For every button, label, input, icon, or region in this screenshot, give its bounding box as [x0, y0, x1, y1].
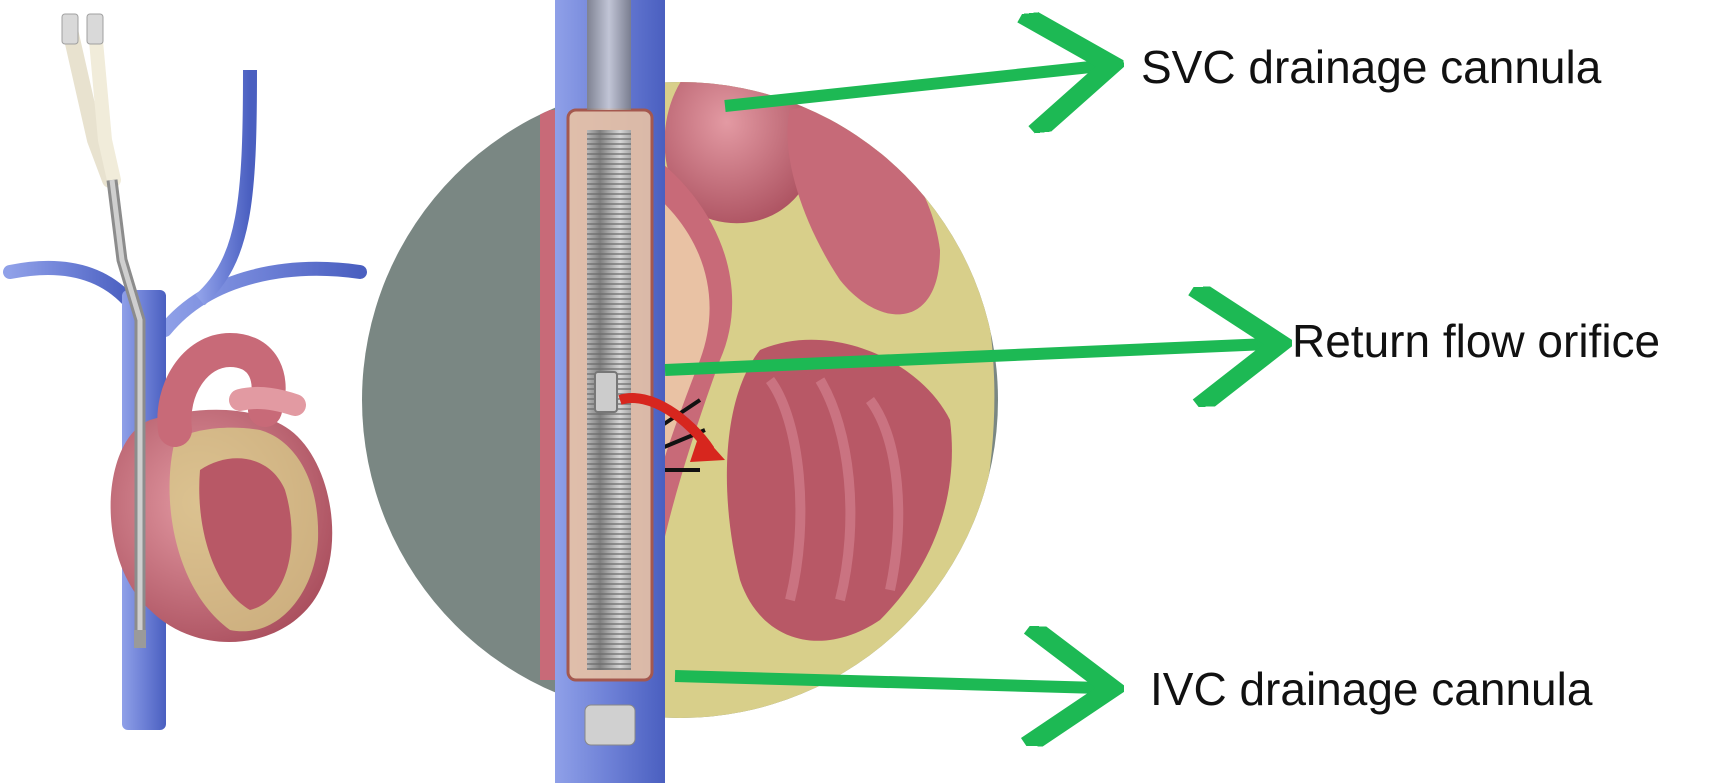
magnified-atrium-figure — [362, 0, 998, 783]
return-flow-orifice — [595, 372, 617, 412]
left-heart-figure — [10, 14, 360, 730]
ivc-label: IVC drainage cannula — [1150, 663, 1593, 715]
svc-label: SVC drainage cannula — [1141, 41, 1602, 93]
svc-pointer-arrow — [725, 66, 1100, 106]
return-flow-label: Return flow orifice — [1292, 315, 1660, 367]
